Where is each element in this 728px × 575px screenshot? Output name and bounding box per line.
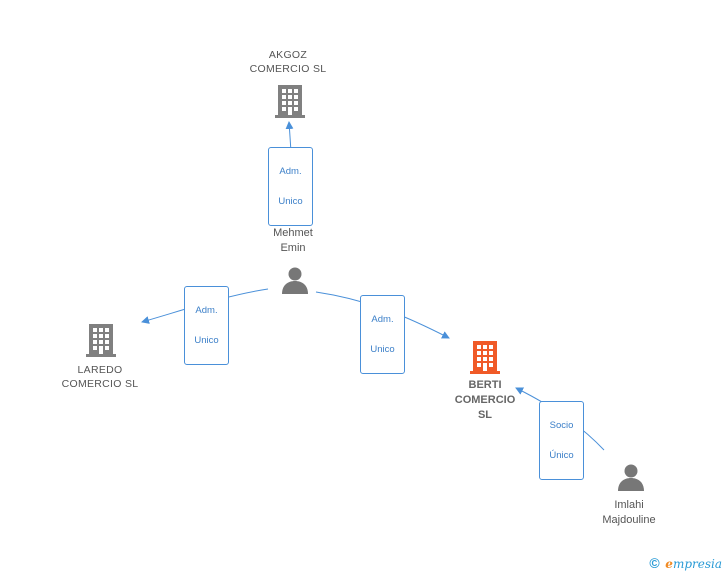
- copyright-symbol: ©: [649, 555, 660, 571]
- brand-logo[interactable]: empresia: [665, 557, 722, 571]
- role-line: Unico: [370, 344, 395, 355]
- role-line: Unico: [278, 196, 303, 207]
- building-icon[interactable]: [275, 83, 305, 119]
- company-name-label[interactable]: AKGOZ COMERCIO SL: [249, 49, 327, 75]
- company-name-label[interactable]: LAREDO COMERCIO SL: [61, 364, 139, 390]
- role-line: Único: [549, 450, 574, 461]
- building-icon[interactable]: [86, 322, 116, 358]
- role-line: Adm.: [195, 305, 218, 316]
- building-icon[interactable]: [470, 339, 500, 375]
- brand-name: mpresia: [672, 557, 722, 571]
- brand-initial: e: [665, 557, 673, 571]
- edge-role-tag: Adm. Unico: [360, 295, 405, 374]
- role-line: Unico: [194, 335, 219, 346]
- footer-brand[interactable]: © empresia: [649, 555, 722, 571]
- role-line: Socio: [549, 420, 574, 431]
- edge-role-tag: Adm. Unico: [184, 286, 229, 365]
- person-icon[interactable]: [617, 463, 645, 491]
- person-icon[interactable]: [281, 266, 309, 294]
- role-line: Adm.: [371, 314, 394, 325]
- person-name-label[interactable]: Imlahi Majdouline: [602, 499, 656, 526]
- company-name-label[interactable]: BERTI COMERCIO SL: [454, 379, 516, 421]
- role-line: Adm.: [279, 166, 302, 177]
- edge-role-tag: Socio Único: [539, 401, 584, 480]
- edge-role-tag: Adm. Unico: [268, 147, 313, 226]
